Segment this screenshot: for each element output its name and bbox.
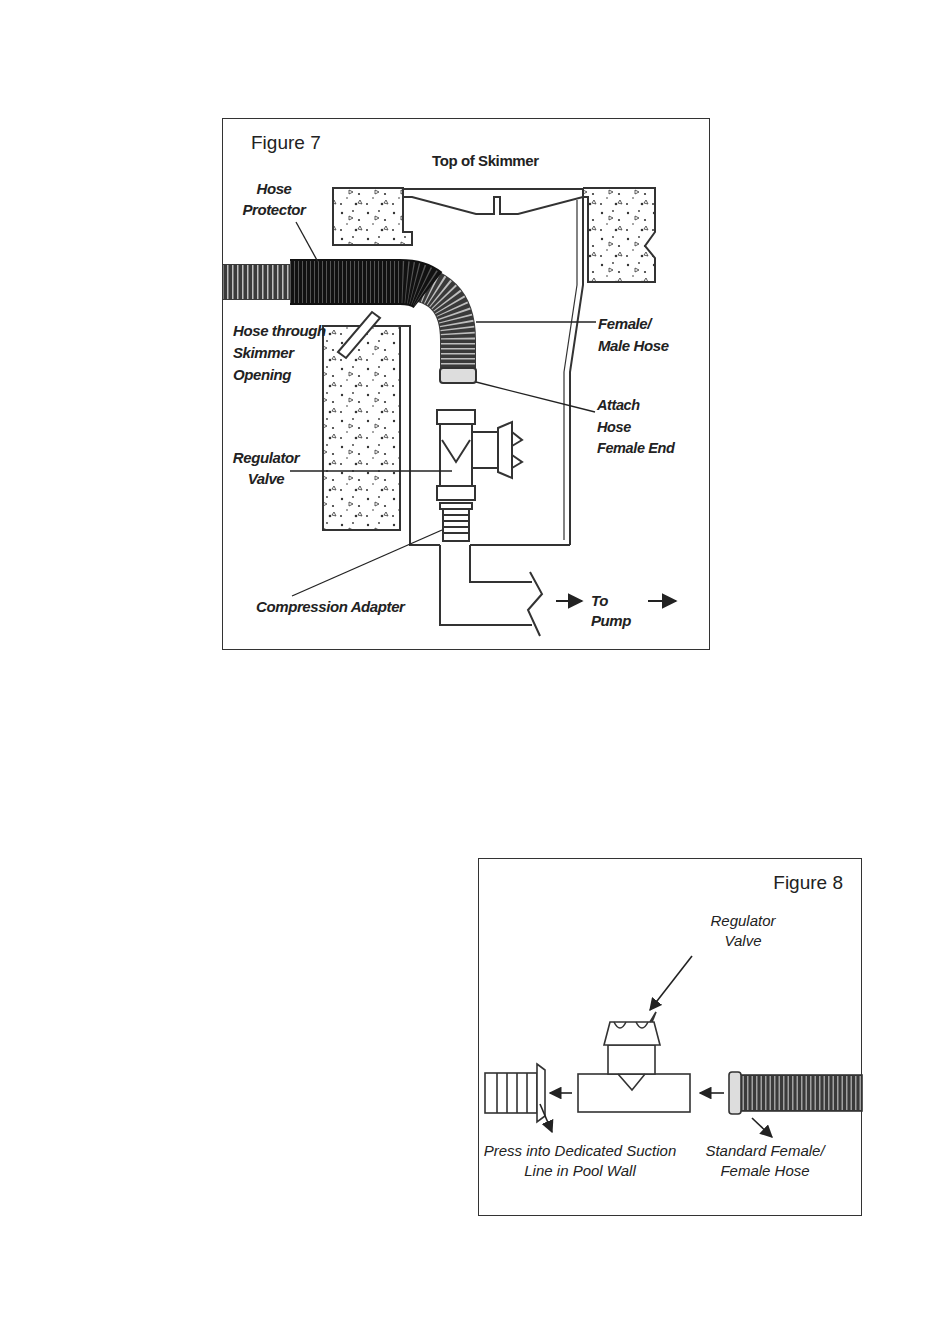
valve-notches xyxy=(614,1012,656,1028)
skimmer-bottom xyxy=(470,544,570,546)
leader-arrow xyxy=(540,1104,552,1132)
leader-line xyxy=(292,530,442,596)
hose-female-end xyxy=(729,1072,741,1114)
leader-line xyxy=(290,470,452,471)
figure-frame: Figure 7 xyxy=(222,118,710,650)
part-label: Top of Skimmer xyxy=(432,151,572,171)
part-label: Female/ Male Hose xyxy=(598,313,682,357)
assembly-arrow xyxy=(700,1092,724,1094)
skimmer-left-wall xyxy=(400,326,440,545)
skimmer-lid xyxy=(403,189,583,214)
part-label: Hose through Skimmer Opening xyxy=(233,320,341,386)
skimmer-right-wall-inner xyxy=(564,200,577,540)
tee-body xyxy=(578,1074,690,1112)
valve-collar xyxy=(437,410,475,424)
weir-flap xyxy=(338,312,380,358)
tee-branch xyxy=(608,1045,655,1074)
hose-protector xyxy=(290,282,428,290)
part-label: Press into Dedicated Suction Line in Poo… xyxy=(482,1141,678,1181)
assembly-arrow xyxy=(550,1092,572,1094)
leader-lines xyxy=(290,222,596,596)
valve-v xyxy=(442,440,470,462)
adapter-body xyxy=(485,1073,537,1113)
valve-branch xyxy=(472,432,498,468)
figure-number: Figure 8 xyxy=(773,872,843,894)
valve-v xyxy=(618,1074,645,1090)
part-label: Compression Adapter xyxy=(256,597,431,617)
part-label: Hose Protector xyxy=(234,178,314,220)
hose-ridges xyxy=(738,1076,862,1110)
fitting-illustration xyxy=(485,956,862,1137)
leader-arrow xyxy=(752,1118,772,1137)
figure-number: Figure 7 xyxy=(251,132,321,154)
leader-line xyxy=(476,321,596,322)
compression-adapter xyxy=(440,503,472,541)
skimmer-illustration xyxy=(222,188,676,636)
regulator-valve xyxy=(437,410,522,500)
hose-female-end xyxy=(440,368,476,383)
concrete-top-right xyxy=(583,188,655,282)
valve-cap xyxy=(604,1022,660,1045)
part-label: Regulator Valve xyxy=(222,447,310,489)
concrete-lower-left xyxy=(323,326,400,530)
adapter-ribs xyxy=(443,515,469,533)
adapter-ribs xyxy=(497,1073,527,1113)
to-pump-arrow xyxy=(648,600,676,602)
part-label: Standard Female/ Female Hose xyxy=(690,1141,840,1181)
outlet-pipe xyxy=(440,545,532,625)
to-pump-arrow xyxy=(556,600,582,602)
hose-protector-texture xyxy=(290,282,428,290)
valve-cap xyxy=(498,422,512,478)
leader-line xyxy=(296,222,318,262)
valve-tube xyxy=(440,424,472,486)
part-label: To Pump xyxy=(591,591,651,631)
hose-body xyxy=(738,1075,862,1111)
part-label: Regulator Valve xyxy=(702,911,784,951)
valve-collar xyxy=(437,486,475,500)
part-label: Attach Hose Female End xyxy=(597,395,677,460)
valve-teeth xyxy=(512,432,522,468)
adapter-body xyxy=(443,509,469,541)
leader-arrow xyxy=(650,956,692,1010)
leader-line xyxy=(476,382,595,412)
concrete-top-left xyxy=(333,188,412,245)
pipe-break xyxy=(528,572,542,636)
